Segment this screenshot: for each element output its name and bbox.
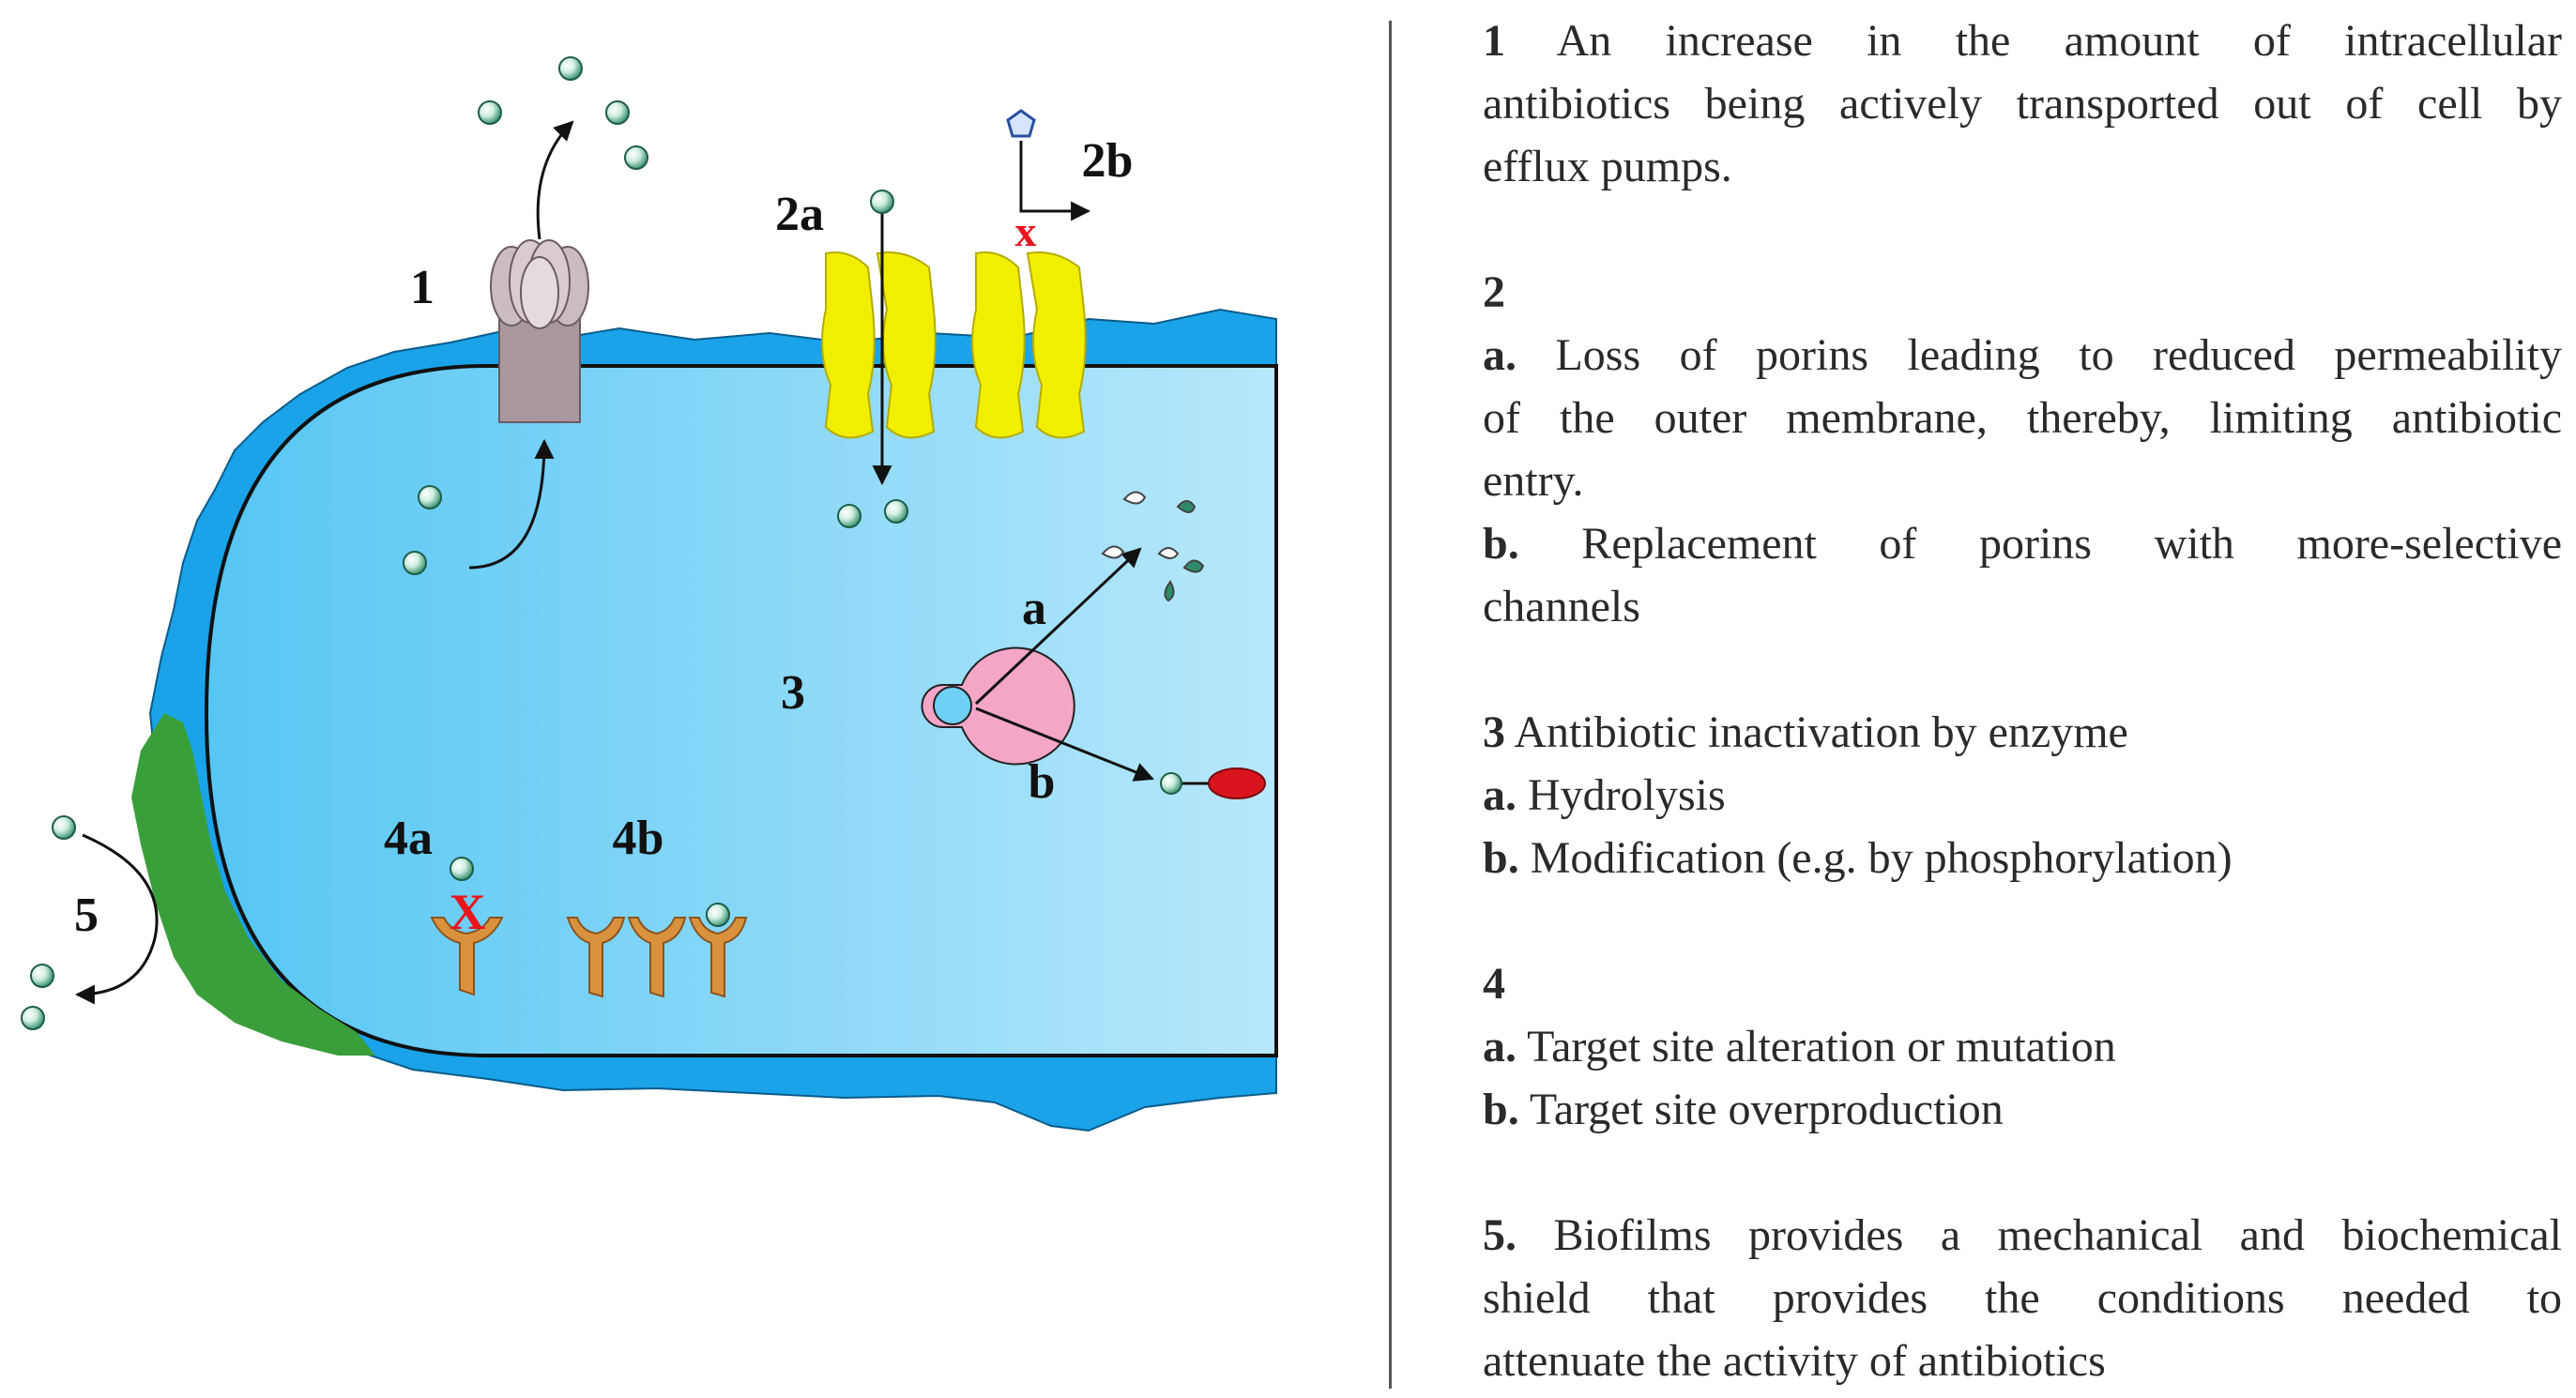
- efflux-pump: [490, 239, 589, 423]
- legend-item2b-prefix: b.: [1483, 519, 1519, 569]
- modification-arrow: [975, 707, 1154, 782]
- legend-item4b-text: Target site overproduction: [1529, 1085, 2004, 1134]
- legend-item1-num: 1: [1483, 16, 1505, 66]
- phosphorylated-antibiotic: [1160, 767, 1266, 799]
- label-biofilm: 5: [74, 889, 99, 942]
- legend-item3a-prefix: a.: [1483, 770, 1517, 820]
- legend-item2b-line1: b. Replacement of porins with more-selec…: [1483, 512, 2562, 575]
- legend-item4a-prefix: a.: [1483, 1022, 1517, 1071]
- enzyme: [921, 646, 1075, 766]
- label-efflux: 1: [410, 261, 434, 314]
- hydrolysis-fragments: [1101, 491, 1205, 602]
- efflux-out-arrow: [536, 120, 574, 240]
- legend-item2-num: 2: [1483, 267, 1505, 317]
- legend-item1-line3: efflux pumps.: [1483, 142, 1732, 191]
- resistance-mechanisms-diagram: x X 1 2a 2b 3 a b 4a 4b 5: [21, 56, 1278, 1132]
- porin-block-mark: x: [1015, 207, 1037, 255]
- efflux-in-arrow: [468, 438, 555, 570]
- label-hydrolysis: a: [1022, 582, 1046, 635]
- label-target-over: 4b: [613, 812, 664, 865]
- label-porin-loss: 2a: [775, 188, 824, 241]
- legend-item1-text1: An increase in the amount of intracellul…: [1556, 16, 2563, 66]
- label-enzyme: 3: [781, 666, 805, 720]
- pentagon-molecule: [1006, 109, 1036, 138]
- column-divider: [1389, 21, 1392, 1389]
- target-4b-group: [566, 917, 748, 998]
- legend-item3a-text: Hydrolysis: [1528, 770, 1726, 820]
- legend-item2a-line2: of the outer membrane, thereby, limiting…: [1483, 393, 2562, 443]
- label-modification: b: [1029, 755, 1056, 809]
- legend-item2b-line2: channels: [1483, 582, 1640, 631]
- legend-item3-num: 3: [1483, 707, 1505, 757]
- legend-item3b-text: Modification (e.g. by phosphorylation): [1530, 833, 2233, 883]
- legend-item2a-line1: a. Loss of porins leading to reduced per…: [1483, 324, 2562, 387]
- target-block-mark: X: [450, 884, 486, 940]
- legend-item4-num: 4: [1483, 959, 1505, 1009]
- porin-2a: [821, 251, 937, 439]
- target-4a: [430, 917, 504, 996]
- hydrolysis-arrow: [974, 547, 1142, 706]
- label-porin-replace: 2b: [1082, 134, 1134, 188]
- enzyme-active-site: [933, 686, 972, 725]
- legend-item3b-prefix: b.: [1483, 833, 1519, 883]
- legend-item5-line3: attenuate the activity of antibiotics: [1483, 1336, 2106, 1386]
- legend-item2a-prefix: a.: [1483, 330, 1517, 380]
- legend-item2b-text1: Replacement of porins with more-selectiv…: [1581, 519, 2563, 569]
- legend: 1 An increase in the amount of intracell…: [1483, 9, 2562, 1392]
- legend-item5-line1: 5. Biofilms provides a mechanical and bi…: [1483, 1204, 2562, 1267]
- legend-item2a-line3: entry.: [1483, 456, 1584, 506]
- antibiotic-molecules: [21, 56, 908, 1030]
- cytoplasm: [204, 364, 1278, 1057]
- porin-blocked-arrow: [1019, 141, 1091, 221]
- legend-item5-text1: Biofilms provides a mechanical and bioch…: [1553, 1210, 2563, 1260]
- legend-item3-title: Antibiotic inactivation by enzyme: [1514, 707, 2128, 757]
- legend-item4a-text: Target site alteration or mutation: [1527, 1022, 2116, 1071]
- legend-item5-line2: shield that provides the conditions need…: [1483, 1273, 2562, 1323]
- porin-2b: [971, 251, 1087, 439]
- biofilm: [131, 713, 375, 1056]
- biofilm-deflect-arrow: [74, 833, 159, 1005]
- legend-item1-line1: 1 An increase in the amount of intracell…: [1483, 9, 2562, 72]
- legend-item2a-text1: Loss of porins leading to reduced permea…: [1555, 330, 2562, 380]
- legend-item1-line2: antibiotics being actively transported o…: [1483, 79, 2562, 129]
- legend-item5-prefix: 5.: [1483, 1210, 1517, 1260]
- legend-item4b-prefix: b.: [1483, 1085, 1519, 1134]
- label-target-alter: 4a: [384, 812, 433, 865]
